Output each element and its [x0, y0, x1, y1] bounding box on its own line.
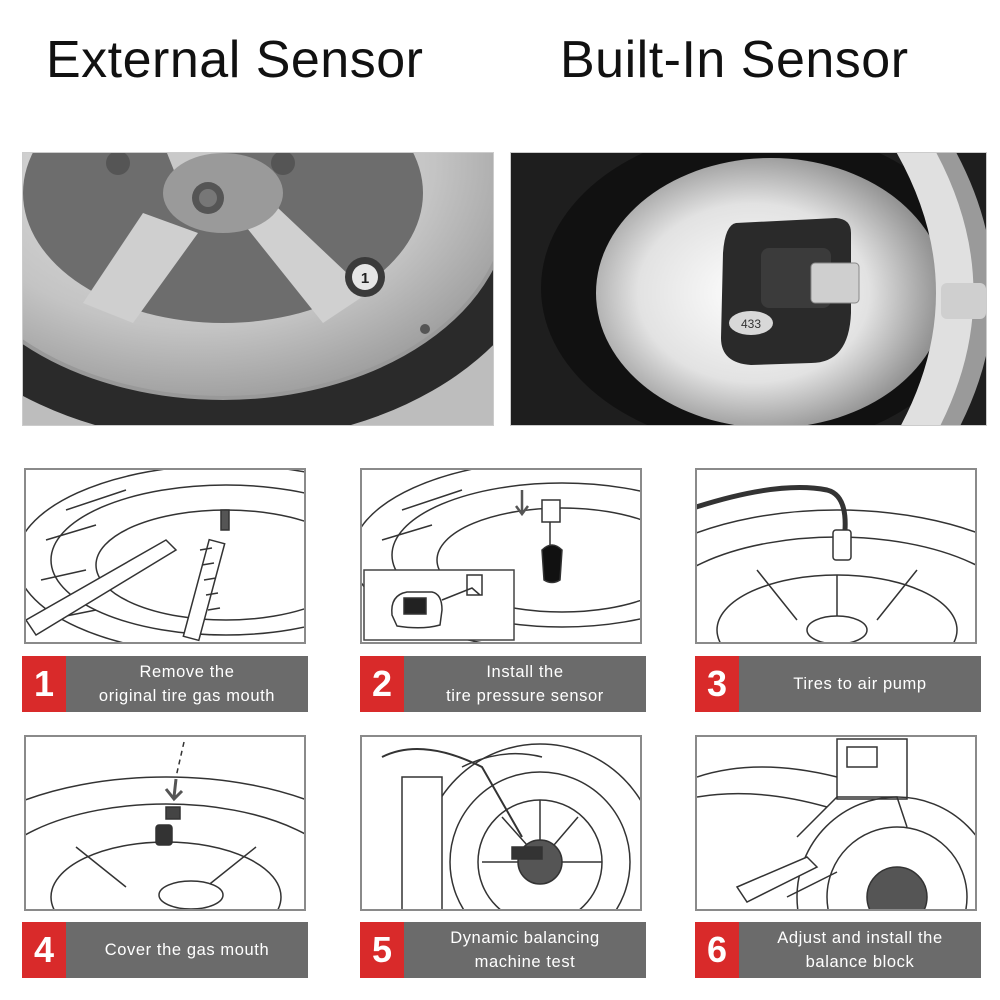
heading-external-sensor: External Sensor [46, 31, 424, 89]
step-5-number: 5 [360, 922, 404, 978]
step-6-line2: balance block [805, 953, 915, 971]
heading-built-in-sensor: Built-In Sensor [560, 31, 909, 89]
step-6-number: 6 [695, 922, 739, 978]
step-2-illustration [360, 468, 642, 644]
step-2-line2: tire pressure sensor [446, 687, 604, 705]
built-in-sensor-photo: 433 [510, 152, 987, 426]
step-1-line2: original tire gas mouth [98, 687, 276, 705]
step-4-number: 4 [22, 922, 66, 978]
step-3-number: 3 [695, 656, 739, 712]
step-3-illustration [695, 468, 977, 644]
tpms-sensor-icon: 433 [721, 218, 860, 365]
step-3-caption: 3 Tires to air pump [695, 656, 981, 712]
step-6-caption: 6 Adjust and install the balance block [695, 922, 981, 978]
valve-cap-number: 1 [361, 270, 369, 287]
step-6-line1: Adjust and install the [777, 929, 943, 947]
step-5-caption: 5 Dynamic balancing machine test [360, 922, 646, 978]
step-1-number: 1 [22, 656, 66, 712]
step-4-illustration [24, 735, 306, 911]
step-2-number: 2 [360, 656, 404, 712]
step-1-caption: 1 Remove the original tire gas mouth [22, 656, 308, 712]
step-3-line1: Tires to air pump [793, 675, 927, 693]
step-1-line1: Remove the [139, 663, 235, 681]
step-2-line1: Install the [486, 663, 564, 681]
external-sensor-photo: 1 [22, 152, 494, 426]
step-5-line2: machine test [474, 953, 576, 971]
step-1-illustration [24, 468, 306, 644]
step-5-illustration [360, 735, 642, 911]
step-4-caption: 4 Cover the gas mouth [22, 922, 308, 978]
step-2-caption: 2 Install the tire pressure sensor [360, 656, 646, 712]
step-6-illustration [695, 735, 977, 911]
step-5-line1: Dynamic balancing [450, 929, 600, 947]
sensor-label-433: 433 [741, 317, 761, 331]
step-4-line1: Cover the gas mouth [104, 941, 270, 959]
